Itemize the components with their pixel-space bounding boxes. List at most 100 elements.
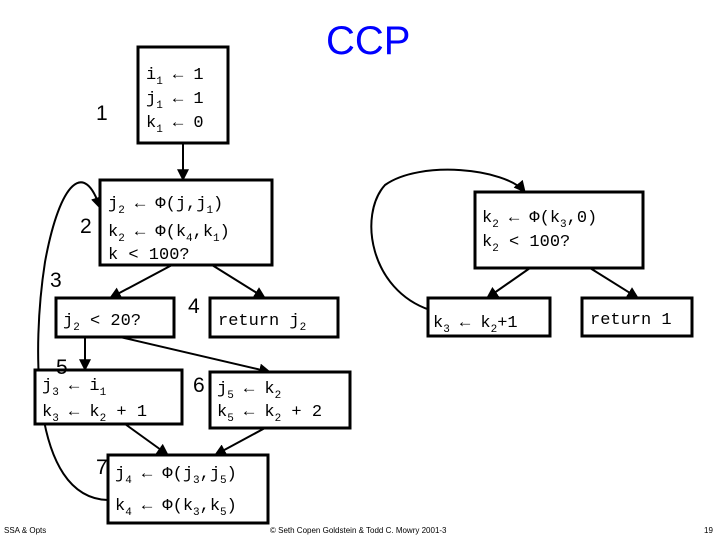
- code-segment: j: [42, 377, 52, 396]
- code-subscript: 2: [300, 322, 307, 334]
- right-block-increment: k3 ← k2+1: [426, 296, 552, 338]
- code-subscript: 3: [193, 507, 200, 519]
- code-segment: ← 0: [163, 114, 204, 133]
- code-segment: ← Φ(k: [125, 223, 186, 242]
- block-1: 1 i1 ← 1 j1 ← 1 k1 ← 0: [96, 45, 230, 145]
- code-segment: ← k: [59, 403, 100, 422]
- code-segment: k: [433, 314, 443, 333]
- block-6: 6 j5 ← k2 k5 ← k2 + 2: [193, 370, 352, 430]
- code-segment: ,k: [200, 497, 220, 516]
- code-subscript: 4: [186, 233, 193, 245]
- block-1-line-3: k1 ← 0: [146, 114, 204, 136]
- code-subscript: 2: [491, 324, 498, 336]
- edge-r2-r1-back: [370, 168, 526, 311]
- code-subscript: 1: [156, 76, 163, 88]
- code-segment: ← 1: [163, 90, 204, 109]
- code-segment: ← Φ(j: [132, 465, 193, 484]
- edge-b5-b7: [124, 423, 169, 456]
- code-segment: j: [146, 90, 156, 109]
- code-segment: k: [108, 223, 118, 242]
- code-segment: k: [217, 403, 227, 422]
- code-subscript: 2: [118, 233, 125, 245]
- block-2-number: 2: [80, 215, 92, 238]
- block-2: 2 3 j2 ← Φ(j,j1) k2 ← Φ(k4,k1) k < 100?: [50, 178, 274, 292]
- code-subscript: 4: [125, 507, 132, 519]
- code-segment: return 1: [590, 311, 672, 330]
- right-block-loop-head-line-2: k2 < 100?: [482, 233, 570, 255]
- code-subscript: 2: [275, 390, 282, 402]
- block-1-number: 1: [96, 102, 108, 125]
- code-segment: ): [227, 497, 237, 516]
- code-segment: j: [217, 380, 227, 399]
- block-4-line-1: return j2: [218, 312, 306, 334]
- code-segment: j: [115, 465, 125, 484]
- block-3-number: 3: [50, 269, 62, 292]
- block-7: 7 j4 ← Φ(j3,j5) k4 ← Φ(k3,k5): [96, 453, 270, 525]
- code-subscript: 1: [213, 233, 220, 245]
- code-subscript: 3: [443, 324, 450, 336]
- code-segment: j: [108, 195, 118, 214]
- code-subscript: 3: [193, 475, 200, 487]
- code-subscript: 1: [100, 387, 107, 399]
- code-segment: ): [227, 465, 237, 484]
- block-2-box: [98, 178, 274, 267]
- block-5: 5 j3 ← i1 k3 ← k2 + 1: [33, 356, 184, 426]
- code-segment: ,j: [200, 465, 220, 484]
- code-segment: k: [42, 403, 52, 422]
- code-segment: < 100?: [499, 233, 570, 252]
- edge-b2-b3: [108, 264, 173, 299]
- code-segment: ← k: [450, 314, 491, 333]
- code-subscript: 5: [220, 475, 227, 487]
- block-6-box: [208, 370, 352, 430]
- code-subscript: 5: [227, 390, 234, 402]
- code-segment: ← Φ(k: [132, 497, 193, 516]
- code-segment: < 20?: [80, 312, 141, 331]
- code-segment: ): [213, 195, 223, 214]
- footer-left: SSA & Opts: [4, 526, 46, 535]
- block-5-box: [33, 368, 184, 426]
- block-1-box: [136, 45, 230, 145]
- block-2-line-1: j2 ← Φ(j,j1): [108, 195, 223, 217]
- right-block-return-line-1: return 1: [590, 311, 672, 330]
- block-1-line-2: j1 ← 1: [146, 90, 204, 112]
- code-subscript: 1: [206, 205, 213, 217]
- code-segment: i: [146, 66, 156, 85]
- block-4-box: [208, 296, 340, 339]
- right-block-increment-line-1: k3 ← k2+1: [433, 314, 518, 336]
- right-block-return-box: [580, 296, 694, 338]
- footer-page-number: 19: [704, 526, 713, 535]
- code-segment: k: [482, 209, 492, 228]
- block-6-line-1: j5 ← k2: [217, 380, 281, 402]
- edge-r1-r3: [589, 267, 640, 299]
- code-subscript: 2: [275, 413, 282, 425]
- block-5-line-1: j3 ← i1: [42, 377, 107, 399]
- code-subscript: 3: [52, 387, 59, 399]
- code-segment: ← Φ(j,j: [125, 195, 207, 214]
- right-block-loop-head: k2 ← Φ(k3,0) k2 < 100?: [473, 190, 645, 270]
- edge-b7-b2-back: [37, 181, 109, 501]
- code-segment: ← 1: [163, 66, 204, 85]
- code-subscript: 1: [156, 100, 163, 112]
- slide-title: CCP: [326, 19, 410, 63]
- edge-b6-b7: [213, 427, 266, 456]
- code-subscript: 4: [125, 475, 132, 487]
- block-3: j2 < 20?: [54, 296, 176, 339]
- code-segment: ← k: [234, 380, 275, 399]
- code-segment: k: [115, 497, 125, 516]
- code-subscript: 2: [492, 219, 499, 231]
- edge-r1-r2: [486, 267, 531, 299]
- code-subscript: 5: [220, 507, 227, 519]
- code-subscript: 1: [156, 124, 163, 136]
- code-segment: ← i: [59, 377, 100, 396]
- cfg-edges: [37, 143, 640, 501]
- code-segment: k: [146, 114, 156, 133]
- code-subscript: 2: [100, 413, 107, 425]
- block-1-line-1: i1 ← 1: [146, 66, 204, 88]
- code-segment: j: [63, 312, 73, 331]
- code-segment: ← k: [234, 403, 275, 422]
- code-subscript: 2: [73, 322, 80, 334]
- block-6-number: 6: [193, 374, 205, 397]
- footer-copyright: © Seth Copen Goldstein & Todd C. Mowry 2…: [270, 526, 447, 535]
- block-5-number: 5: [56, 356, 68, 379]
